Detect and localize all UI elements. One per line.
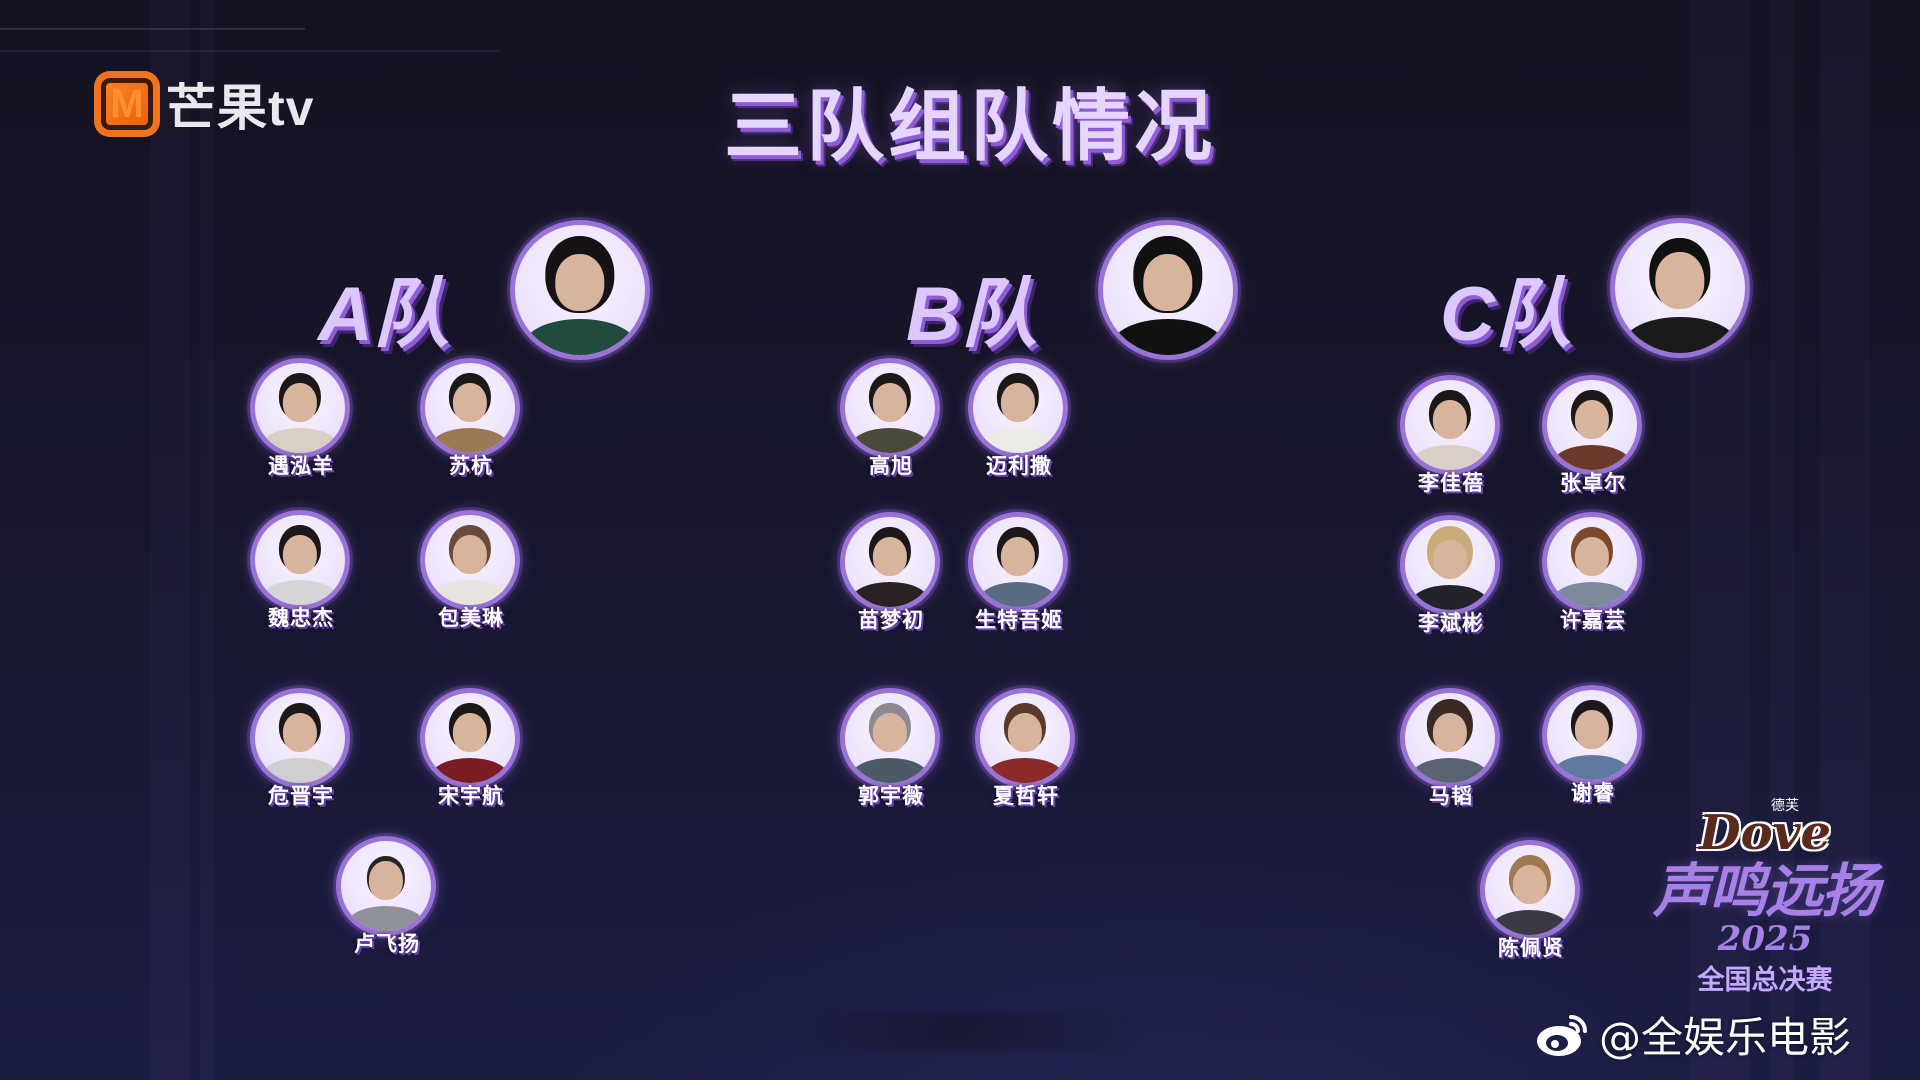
portrait — [1624, 316, 1736, 353]
member-avatar — [968, 512, 1068, 612]
sponsor-name-cn: 德芙 — [1771, 798, 1799, 814]
team-c-captain-avatar — [1610, 218, 1750, 358]
member-avatar — [1400, 688, 1500, 788]
member-avatar — [1400, 375, 1500, 475]
member-avatar — [250, 358, 350, 458]
portrait — [1112, 318, 1224, 355]
mango-tv-icon: M — [94, 71, 160, 137]
member-name: 李斌彬 — [1418, 612, 1484, 635]
member-avatar — [840, 688, 940, 788]
member-avatar — [250, 510, 350, 610]
portrait — [524, 318, 636, 355]
member-name: 张卓尔 — [1560, 472, 1626, 495]
portrait — [1655, 251, 1705, 309]
team-b-captain-avatar — [1098, 220, 1238, 360]
member-avatar — [1542, 375, 1642, 475]
member-avatar — [1480, 840, 1580, 940]
show-logo: 德芙 Dove 声鸣远扬 2025 全国总决赛 — [1620, 795, 1910, 997]
show-year: 2025 — [1717, 918, 1813, 959]
member-avatar — [968, 358, 1068, 458]
member-name: 郭宇薇 — [858, 785, 924, 808]
blurred-subtitle — [785, 1012, 1135, 1050]
show-name: 声鸣远扬 — [1652, 857, 1879, 925]
broadcaster-logo: M 芒果tv — [94, 68, 314, 140]
member-name: 生特吾姬 — [975, 609, 1063, 632]
member-name: 谢睿 — [1571, 782, 1615, 805]
member-avatar — [1542, 512, 1642, 612]
team-a-label: A队 — [318, 272, 449, 357]
streak — [0, 50, 500, 52]
member-name: 苏杭 — [449, 455, 493, 478]
member-name: 李佳蓓 — [1418, 472, 1484, 495]
member-name: 苗梦初 — [858, 609, 924, 632]
member-name: 迈利撒 — [986, 455, 1052, 478]
show-subtitle: 全国总决赛 — [1697, 964, 1833, 995]
member-name: 夏哲轩 — [993, 785, 1059, 808]
sponsor-logo: Dove — [1698, 805, 1832, 861]
member-name: 高旭 — [869, 455, 913, 478]
portrait — [1143, 253, 1193, 311]
member-avatar — [1542, 685, 1642, 785]
member-name: 危晋宇 — [268, 785, 334, 808]
member-name: 魏忠杰 — [268, 607, 334, 630]
member-avatar — [840, 358, 940, 458]
member-avatar — [975, 688, 1075, 788]
member-name: 包美琳 — [438, 607, 504, 630]
team-c-label: C队 — [1440, 272, 1571, 357]
watermark-handle: @全娱乐电影 — [1599, 1013, 1852, 1062]
watermark: @全娱乐电影 — [1535, 1004, 1851, 1065]
member-name: 遇泓羊 — [268, 455, 334, 478]
team-b-label: B队 — [906, 272, 1037, 357]
team-a-captain-avatar — [510, 220, 650, 360]
member-avatar — [420, 358, 520, 458]
member-avatar — [336, 836, 436, 936]
member-name: 宋宇航 — [438, 785, 504, 808]
member-name: 马韬 — [1429, 785, 1473, 808]
member-name: 陈佩贤 — [1498, 937, 1564, 960]
member-avatar — [840, 512, 940, 612]
page-title: 三队组队情况 — [723, 82, 1216, 170]
broadcaster-name: 芒果tv — [166, 80, 315, 136]
member-name: 卢飞扬 — [354, 933, 420, 956]
member-avatar — [1400, 515, 1500, 615]
member-name: 许嘉芸 — [1560, 609, 1626, 632]
weibo-icon — [1537, 1014, 1587, 1056]
streak — [0, 28, 305, 30]
member-avatar — [420, 688, 520, 788]
portrait — [555, 253, 605, 311]
member-avatar — [420, 510, 520, 610]
member-avatar — [250, 688, 350, 788]
